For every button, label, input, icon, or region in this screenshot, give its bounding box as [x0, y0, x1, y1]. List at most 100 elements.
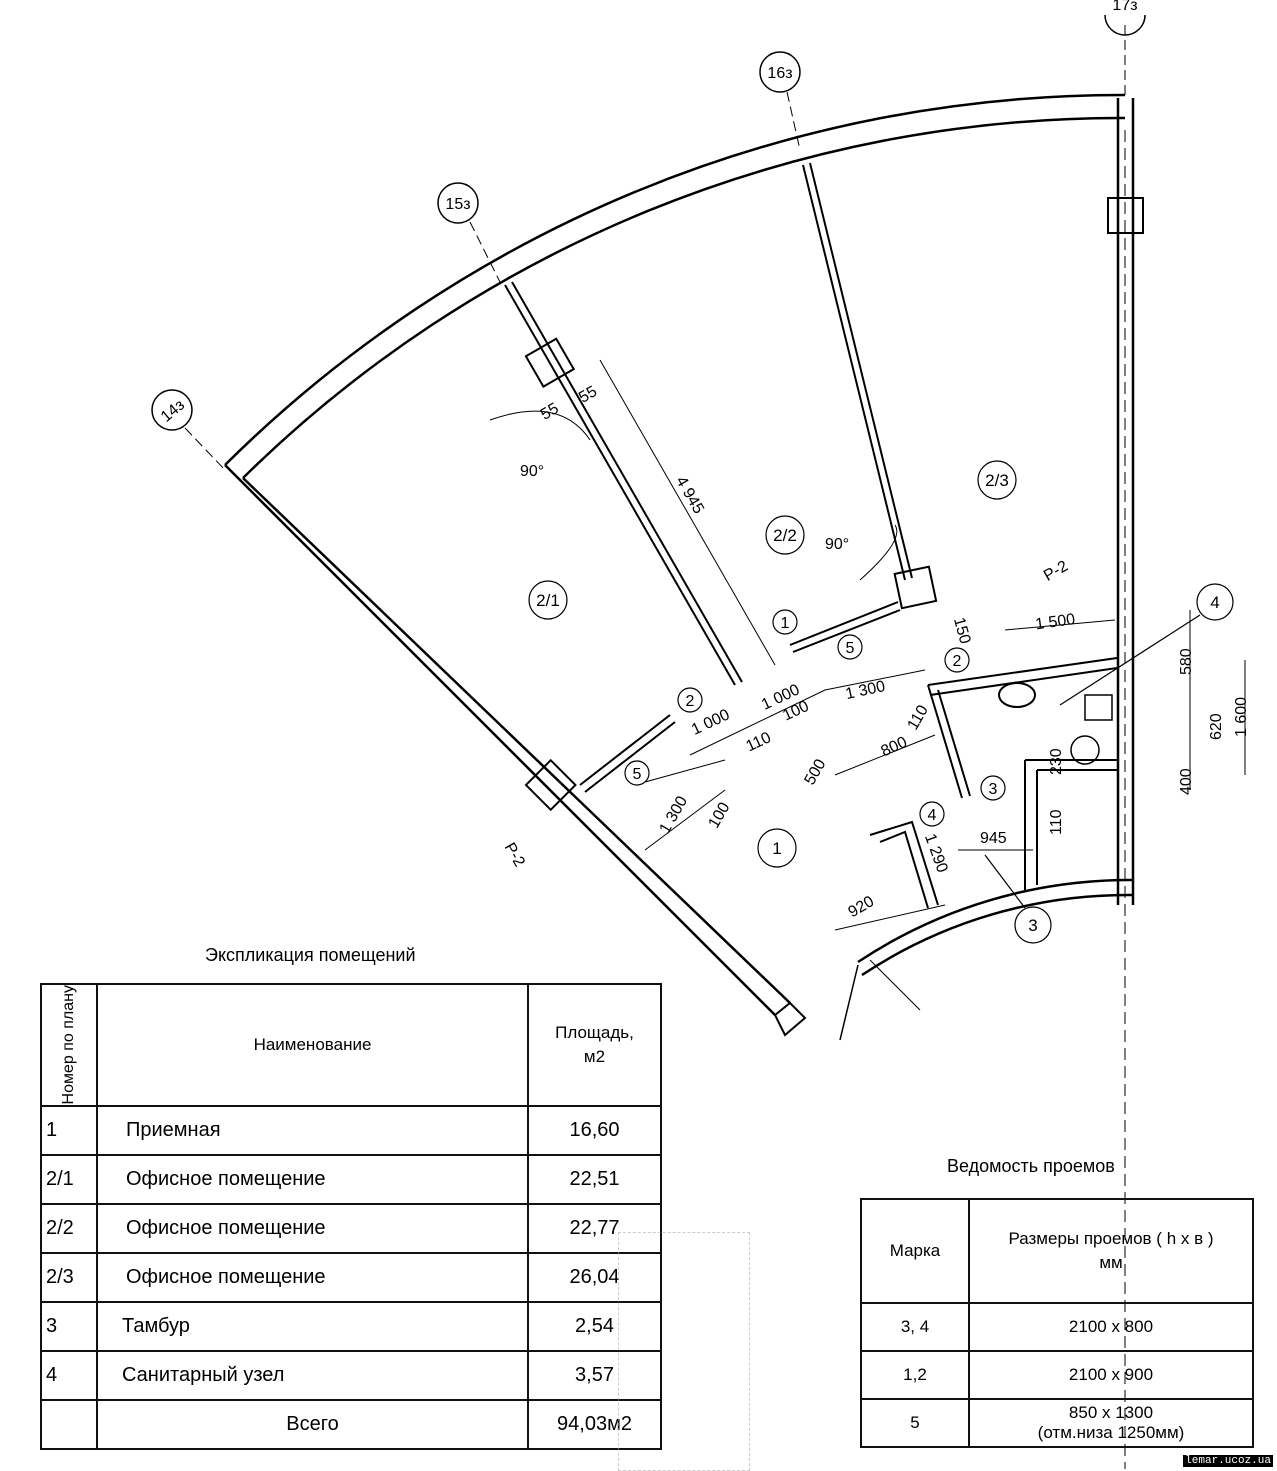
- svg-text:400: 400: [1178, 768, 1195, 795]
- svg-text:100: 100: [705, 800, 733, 832]
- row-name: Офисное помещение: [96, 1203, 529, 1254]
- header-size-label: Размеры проемов ( h x в ): [1008, 1229, 1214, 1248]
- svg-text:16з: 16з: [767, 65, 792, 82]
- row-name: Тамбур: [96, 1301, 529, 1352]
- svg-text:920: 920: [846, 893, 878, 921]
- total-label: Всего: [96, 1399, 529, 1450]
- svg-text:55: 55: [576, 383, 600, 407]
- svg-text:1: 1: [772, 839, 781, 858]
- row-mark: 1,2: [860, 1350, 970, 1400]
- opening-marks: 1 2 5 2 5 3 4 4 3: [624, 583, 1234, 944]
- svg-text:110: 110: [904, 702, 932, 733]
- svg-text:4: 4: [928, 807, 937, 824]
- row-number: 3: [40, 1301, 98, 1352]
- partition-15: [504, 281, 743, 686]
- svg-text:1: 1: [781, 615, 790, 632]
- svg-text:1 600: 1 600: [1233, 697, 1250, 737]
- svg-text:800: 800: [878, 734, 909, 761]
- room-labels: 2/1 2/2 2/3 1: [528, 460, 1017, 868]
- stamp-mark: [618, 1232, 750, 1471]
- row-area: 16,60: [527, 1105, 662, 1156]
- svg-text:90°: 90°: [520, 463, 544, 480]
- axis-marker-14: 14з: [151, 389, 193, 431]
- header-name: Наименование: [96, 983, 529, 1107]
- svg-text:17з: 17з: [1112, 0, 1137, 14]
- svg-text:90°: 90°: [825, 536, 849, 553]
- explication-title: Экспликация помещений: [205, 945, 416, 965]
- sanitary-walls: [869, 657, 1118, 909]
- partition-16: [802, 162, 938, 610]
- svg-text:230: 230: [1048, 748, 1065, 775]
- svg-text:Р-2: Р-2: [1041, 558, 1071, 585]
- svg-text:150: 150: [950, 616, 973, 646]
- row-area: 26,04: [527, 1252, 662, 1303]
- row-number: 1: [40, 1105, 98, 1156]
- row-size-value: 850 x 1300: [1068, 1403, 1154, 1422]
- svg-text:Р-2: Р-2: [501, 840, 528, 870]
- row-number: 2/2: [40, 1203, 98, 1254]
- total-value: 94,03м2: [527, 1399, 662, 1450]
- svg-text:500: 500: [801, 756, 829, 788]
- svg-text:2/2: 2/2: [773, 526, 797, 545]
- svg-text:945: 945: [980, 830, 1007, 847]
- axis-marker-16: 16з: [759, 51, 801, 93]
- header-size: Размеры проемов ( h x в )мм: [968, 1198, 1254, 1304]
- header-area: Площадь, м2: [527, 983, 662, 1107]
- svg-text:2: 2: [953, 653, 962, 670]
- row-area: 2,54: [527, 1301, 662, 1352]
- row-number: 4: [40, 1350, 98, 1401]
- svg-text:5: 5: [846, 640, 855, 657]
- openings-title: Ведомость проемов: [947, 1156, 1115, 1176]
- svg-text:3: 3: [989, 781, 998, 798]
- row-area: 22,51: [527, 1154, 662, 1205]
- row-size: 2100 x 800: [968, 1302, 1254, 1352]
- header-number: Номер по плану: [60, 985, 77, 1105]
- svg-text:5: 5: [633, 766, 642, 783]
- row-name: Приемная: [96, 1105, 529, 1156]
- svg-text:110: 110: [743, 729, 773, 755]
- svg-text:580: 580: [1178, 648, 1195, 675]
- row-size-note: (отм.низа 1250мм): [1037, 1423, 1185, 1442]
- svg-text:3: 3: [1028, 916, 1037, 935]
- dimension-lines: [489, 359, 1246, 931]
- svg-text:2/3: 2/3: [985, 471, 1009, 490]
- svg-text:1 290: 1 290: [921, 832, 951, 876]
- left-wall: [224, 464, 807, 1037]
- row-area: 22,77: [527, 1203, 662, 1254]
- outer-curved-wall: [224, 93, 1126, 479]
- row-number: 2/1: [40, 1154, 98, 1205]
- dimension-labels: Р-2 Р-2 90° 90° 55 55 4 945 1 000 1 000 …: [501, 383, 1250, 921]
- row-number: 2/3: [40, 1252, 98, 1303]
- axis-markers: 14з 15з 16з 17з: [151, 0, 1146, 431]
- axis-lines: [184, 25, 1126, 471]
- svg-text:1 300: 1 300: [656, 793, 691, 836]
- svg-text:55: 55: [538, 400, 562, 424]
- row-mark: 3, 4: [860, 1302, 970, 1352]
- svg-text:620: 620: [1208, 713, 1225, 740]
- header-mark: Марка: [860, 1198, 970, 1304]
- row-name: Офисное помещение: [96, 1252, 529, 1303]
- svg-text:2: 2: [686, 693, 695, 710]
- row-size: 850 x 1300(отм.низа 1250мм): [968, 1398, 1254, 1448]
- table-header-row: Марка Размеры проемов ( h x в )мм: [860, 1198, 1254, 1304]
- windows: [524, 601, 901, 812]
- svg-text:15з: 15з: [445, 196, 470, 213]
- row-mark: 5: [860, 1398, 970, 1448]
- svg-text:110: 110: [1048, 809, 1065, 835]
- svg-text:1 300: 1 300: [844, 678, 887, 703]
- table-header-row: Номер по плану Наименование Площадь, м2: [40, 983, 662, 1107]
- svg-text:4: 4: [1210, 593, 1219, 612]
- axis-marker-17: 17з: [1104, 0, 1146, 36]
- row-size: 2100 x 900: [968, 1350, 1254, 1400]
- watermark: lemar.ucoz.ua: [1183, 1455, 1273, 1467]
- axis-marker-15: 15з: [437, 182, 479, 224]
